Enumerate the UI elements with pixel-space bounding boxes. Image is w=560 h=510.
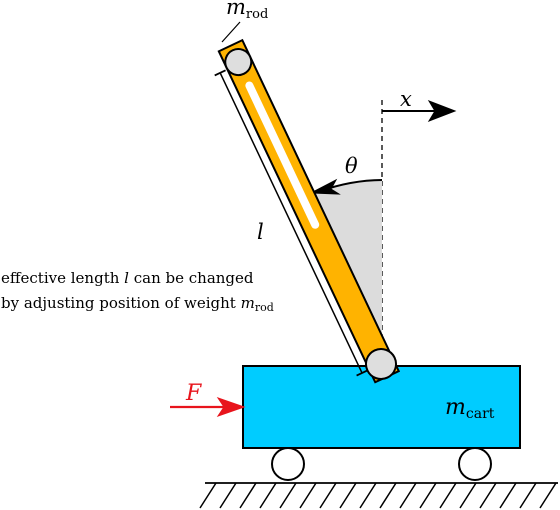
note-line-2: by adjusting position of weight mrod <box>1 294 274 314</box>
note-line-2-prefix: by adjusting position of weight <box>1 294 241 312</box>
mass-rod-label: mrod <box>226 0 268 22</box>
force-arrowhead <box>216 397 246 417</box>
right-wheel <box>458 447 492 481</box>
rod-slot <box>245 81 320 229</box>
mass-cart-label: mcart <box>445 395 495 422</box>
length-label: l <box>257 220 264 244</box>
force-label: F <box>185 381 202 406</box>
ground <box>199 482 558 509</box>
angle-arrowhead <box>309 178 341 195</box>
pendulum <box>214 38 401 384</box>
note-line-1-var: l <box>124 269 129 287</box>
mrod-leader-line <box>221 21 241 43</box>
note-line-1: effective length l can be changed <box>1 269 254 287</box>
length-tick-bottom <box>356 369 368 377</box>
mass-rod-symbol: m <box>226 0 246 19</box>
length-tick-top <box>214 69 226 77</box>
x-arrowhead <box>427 100 457 122</box>
left-wheel <box>271 447 305 481</box>
rod-weight <box>224 48 253 77</box>
length-dimension-line <box>219 72 363 374</box>
note-line-2-subscript: rod <box>255 301 274 314</box>
position-label: x <box>400 87 412 111</box>
ground-hatching <box>199 482 557 509</box>
note-line-1-suffix: can be changed <box>129 269 254 287</box>
mass-cart-symbol: m <box>445 395 466 420</box>
mass-cart-subscript: cart <box>466 406 495 422</box>
angle-label: θ <box>345 154 358 178</box>
mass-rod-subscript: rod <box>246 7 268 22</box>
note-line-2-var: m <box>241 294 255 312</box>
note-line-1-prefix: effective length <box>1 269 124 287</box>
